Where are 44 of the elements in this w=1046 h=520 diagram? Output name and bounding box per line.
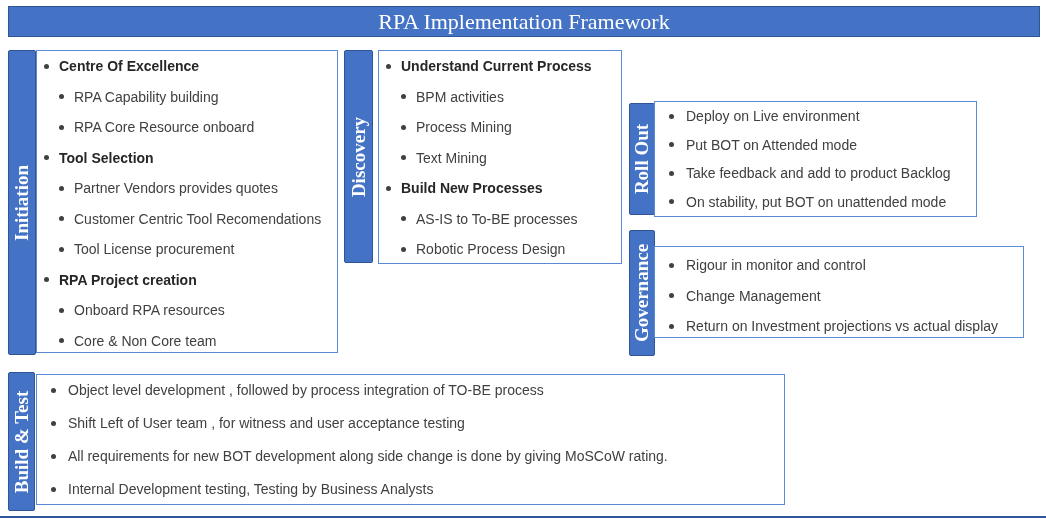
stage-tab bbox=[629, 103, 655, 215]
bullet-item: Take feedback and add to product Backlog bbox=[686, 164, 951, 182]
bullet-item: AS-IS to To-BE processes bbox=[416, 209, 578, 228]
bullet-item: RPA Capability building bbox=[74, 87, 219, 106]
bullet-item: Internal Development testing, Testing by Business Analysts bbox=[68, 480, 434, 498]
section-heading: Build New Processes bbox=[401, 179, 543, 197]
content-panel bbox=[36, 374, 785, 505]
bullet-item: Shift Left of User team , for witness and user acceptance testing bbox=[68, 414, 465, 432]
stage-label: Discovery bbox=[347, 116, 370, 197]
content-panel bbox=[654, 101, 977, 217]
section-heading: Centre Of Excellence bbox=[59, 57, 200, 75]
bullet-item: Tool License procurement bbox=[74, 240, 235, 258]
bullet-item: Robotic Process Design bbox=[416, 240, 566, 258]
content-panel bbox=[654, 246, 1024, 338]
bullet-item: Object level development , followed by process integration of TO-BE process bbox=[68, 381, 544, 399]
bullet-item: Put BOT on Attended mode bbox=[686, 135, 857, 154]
bullet-item: Customer Centric Tool Recomendations bbox=[74, 209, 322, 228]
stage-tab bbox=[344, 50, 373, 263]
stage-label: Governance bbox=[631, 243, 653, 343]
bullet-item: Change Management bbox=[686, 286, 821, 305]
bullet-item: Return on Investment projections vs actual display bbox=[686, 317, 999, 335]
bullet-item: All requirements for new BOT development along side change is done by giving MoSCoW rating. bbox=[68, 447, 668, 465]
section-heading: Tool Selection bbox=[59, 148, 154, 167]
stage-label: Roll Out bbox=[631, 123, 653, 195]
bullet-item: Rigour in monitor and control bbox=[686, 256, 866, 274]
bullet-item: Onboard RPA resources bbox=[74, 301, 225, 319]
bullet-item: Core & Non Core team bbox=[74, 331, 217, 350]
bullet-item: On stability, put BOT on unattended mode bbox=[686, 192, 947, 211]
bullet-item: Partner Vendors provides quotes bbox=[74, 179, 278, 197]
section-heading: Understand Current Process bbox=[401, 57, 592, 75]
stage-tab bbox=[629, 230, 655, 356]
bullet-item: Deploy on Live environment bbox=[686, 107, 860, 125]
content-panel bbox=[378, 50, 622, 264]
bullet-item: Text Mining bbox=[416, 148, 487, 167]
bullet-item: RPA Core Resource onboard bbox=[74, 118, 255, 136]
bullet-item: BPM activities bbox=[416, 87, 504, 106]
stage-tab bbox=[8, 50, 36, 355]
stage-label: Initiation bbox=[11, 164, 33, 241]
content-panel bbox=[36, 50, 338, 353]
section-heading: RPA Project creation bbox=[59, 270, 197, 289]
stage-tab bbox=[8, 372, 35, 511]
stage-label: Build & Test bbox=[10, 390, 33, 493]
bullet-item: Process Mining bbox=[416, 118, 512, 136]
title-banner: RPA Implementation Framework bbox=[8, 6, 1040, 37]
